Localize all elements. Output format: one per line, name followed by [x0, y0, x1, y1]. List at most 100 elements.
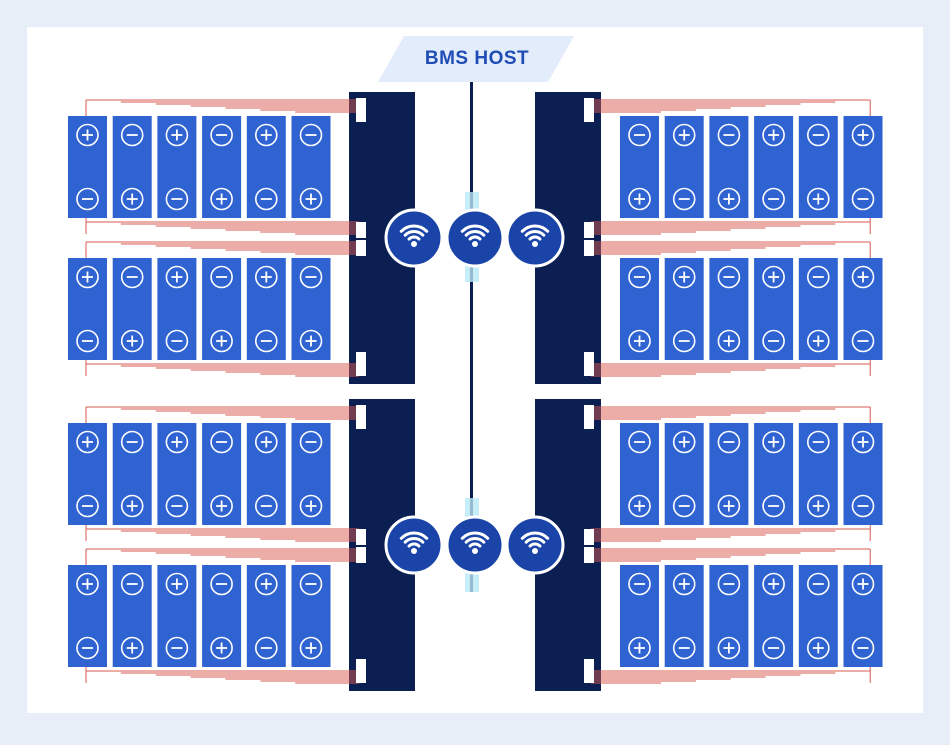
wifi-dot [411, 548, 417, 554]
wifi-arc [520, 531, 550, 540]
board-connector [356, 659, 366, 683]
battery-cell [202, 258, 242, 360]
battery-cell [157, 565, 197, 667]
board-connector [584, 352, 594, 376]
positive-terminal-icon [806, 494, 830, 518]
balance-wires [85, 99, 359, 235]
wifi-icon [505, 515, 565, 575]
wifi-dot [532, 548, 538, 554]
balance-wires [85, 241, 359, 377]
battery-cell [246, 423, 286, 525]
battery-cell [843, 116, 883, 218]
battery-cell [202, 423, 242, 525]
wifi-arc [464, 537, 486, 544]
positive-terminal-icon [628, 329, 651, 353]
negative-terminal-icon [76, 636, 99, 660]
positive-terminal-icon [120, 329, 144, 353]
positive-terminal-icon [120, 187, 144, 211]
negative-terminal-icon [851, 494, 875, 518]
positive-terminal-icon [717, 494, 741, 518]
wifi-arc [403, 537, 425, 544]
positive-terminal-icon [672, 430, 696, 454]
negative-terminal-icon [210, 265, 233, 289]
battery-cell [112, 565, 152, 667]
wifi-arc [399, 531, 429, 540]
negative-terminal-icon [165, 636, 189, 660]
negative-terminal-icon [762, 636, 785, 660]
positive-terminal-icon [762, 265, 785, 289]
wifi-dot [411, 241, 417, 247]
negative-terminal-icon [628, 123, 651, 147]
battery-module-right-1 [620, 116, 883, 218]
board-connector [356, 222, 366, 238]
positive-terminal-icon [851, 572, 875, 596]
positive-terminal-icon [672, 572, 696, 596]
wifi-arc [460, 531, 490, 540]
positive-terminal-icon [762, 572, 785, 596]
wifi-arc [407, 542, 421, 548]
positive-terminal-icon [299, 494, 323, 518]
positive-terminal-icon [165, 572, 189, 596]
negative-terminal-icon [254, 329, 278, 353]
positive-terminal-icon [120, 494, 144, 518]
positive-terminal-icon [717, 329, 741, 353]
wifi-arc [524, 230, 546, 237]
battery-cell [112, 258, 152, 360]
negative-terminal-icon [717, 572, 741, 596]
battery-cell [754, 565, 794, 667]
wifi-arc [399, 224, 429, 233]
battery-cell [754, 258, 794, 360]
positive-terminal-icon [210, 636, 233, 660]
board-connector [584, 659, 594, 683]
battery-cell [709, 565, 749, 667]
battery-cell [798, 258, 838, 360]
battery-cell [709, 423, 749, 525]
positive-terminal-icon [254, 123, 278, 147]
balance-wires [85, 548, 359, 684]
positive-terminal-icon [210, 494, 233, 518]
negative-terminal-icon [672, 494, 696, 518]
negative-terminal-icon [165, 187, 189, 211]
battery-cell [709, 116, 749, 218]
battery-cell [798, 116, 838, 218]
negative-terminal-icon [120, 265, 144, 289]
battery-cell [291, 423, 331, 525]
negative-terminal-icon [76, 187, 99, 211]
positive-terminal-icon [628, 636, 651, 660]
positive-terminal-icon [254, 265, 278, 289]
negative-terminal-icon [299, 123, 323, 147]
battery-cell [112, 423, 152, 525]
positive-terminal-icon [165, 430, 189, 454]
battery-cell [664, 116, 704, 218]
battery-cell [620, 258, 659, 360]
board-connector [356, 405, 366, 429]
negative-terminal-icon [672, 329, 696, 353]
positive-terminal-icon [672, 265, 696, 289]
battery-module-left-2 [68, 258, 331, 360]
board-connector [356, 240, 366, 256]
negative-terminal-icon [762, 187, 785, 211]
negative-terminal-icon [165, 329, 189, 353]
balance-wires [591, 548, 871, 684]
negative-terminal-icon [806, 265, 830, 289]
negative-terminal-icon [299, 430, 323, 454]
positive-terminal-icon [299, 187, 323, 211]
battery-module-right-4 [620, 565, 883, 667]
balance-wires [591, 99, 871, 235]
battery-cell [246, 565, 286, 667]
positive-terminal-icon [76, 572, 99, 596]
positive-terminal-icon [851, 430, 875, 454]
battery-cell [798, 423, 838, 525]
wifi-icon [445, 208, 505, 268]
board-connector [584, 405, 594, 429]
battery-module-right-3 [620, 423, 883, 525]
negative-terminal-icon [762, 329, 785, 353]
negative-terminal-icon [210, 123, 233, 147]
wifi-dot [472, 241, 478, 247]
positive-terminal-icon [165, 123, 189, 147]
board-connector [356, 352, 366, 376]
battery-cell [202, 565, 242, 667]
battery-cell [843, 423, 883, 525]
battery-cell [843, 565, 883, 667]
